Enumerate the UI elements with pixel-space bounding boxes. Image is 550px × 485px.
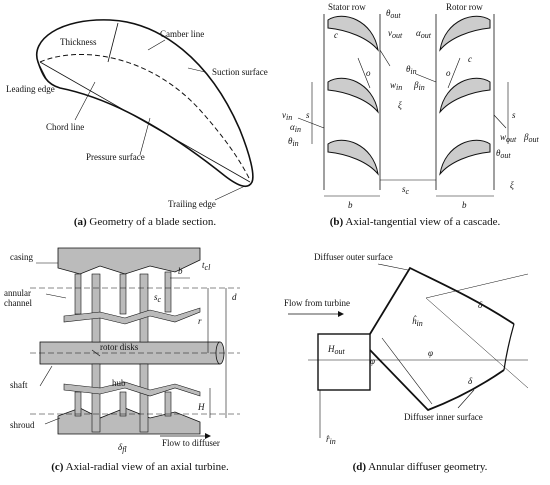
chord-line — [39, 61, 251, 183]
svg-text:r̂in: r̂in — [326, 434, 336, 446]
panel-a-blade-geometry: Thickness Camber line Suction surface Le… — [0, 0, 275, 215]
rotor-blades — [439, 15, 491, 176]
camber-line — [39, 53, 251, 181]
svg-text:δ: δ — [478, 300, 483, 310]
svg-text:vin: vin — [282, 110, 292, 122]
casing — [57, 247, 201, 275]
svg-text:Diffuser inner surface: Diffuser inner surface — [404, 412, 483, 422]
svg-text:Flow from turbine: Flow from turbine — [284, 298, 350, 308]
blade-outline — [35, 19, 254, 188]
svg-text:s: s — [306, 110, 310, 120]
label-leading-edge: Leading edge — [6, 84, 55, 94]
svg-text:shroud: shroud — [10, 420, 35, 430]
label-camber-line: Camber line — [160, 29, 204, 39]
panel-b-cascade: Stator row Rotor row c c o o s s b b sc … — [278, 0, 550, 215]
cascade-diagram: Stator row Rotor row c c o o s s b b sc … — [282, 2, 539, 210]
caption-d: (d) Annular diffuser geometry. — [352, 461, 488, 473]
svg-text:s: s — [512, 110, 516, 120]
svg-text:rotor disks: rotor disks — [100, 342, 139, 352]
svg-text:win: win — [390, 80, 402, 92]
svg-text:θin: θin — [406, 64, 417, 76]
svg-text:vout: vout — [388, 28, 403, 40]
svg-text:sc: sc — [402, 184, 410, 196]
inner-surface — [369, 349, 505, 412]
blade-section-diagram: Thickness Camber line Suction surface Le… — [6, 19, 268, 209]
svg-text:δ: δ — [468, 376, 473, 386]
svg-text:shaft: shaft — [10, 380, 28, 390]
svg-text:Diffuser outer surface: Diffuser outer surface — [314, 252, 393, 262]
svg-text:o: o — [366, 68, 371, 78]
svg-text:ξ: ξ — [510, 180, 514, 190]
svg-text:ĥin: ĥin — [412, 316, 423, 328]
label-trailing-edge: Trailing edge — [168, 199, 216, 209]
svg-text:r: r — [198, 316, 202, 326]
svg-text:b: b — [178, 266, 183, 276]
svg-text:βin: βin — [413, 80, 425, 92]
label-pressure-surface: Pressure surface — [86, 152, 145, 162]
inlet-channel — [317, 333, 371, 391]
svg-text:casing: casing — [10, 252, 33, 262]
rotor-blades-top — [74, 271, 172, 343]
diffuser-diagram: Diffuser outer surface Flow from turbine… — [284, 252, 529, 446]
svg-text:tcl: tcl — [202, 260, 211, 272]
svg-text:αin: αin — [290, 122, 301, 134]
svg-text:d: d — [232, 292, 237, 302]
label-suction-surface: Suction surface — [212, 67, 268, 77]
svg-text:hub: hub — [112, 378, 126, 388]
svg-text:b: b — [348, 200, 353, 210]
label-stator-row: Stator row — [328, 2, 366, 12]
svg-text:φ: φ — [370, 356, 375, 366]
svg-text:θout: θout — [386, 8, 401, 20]
label-rotor-row: Rotor row — [446, 2, 483, 12]
stator-blades — [327, 15, 379, 176]
svg-text:o: o — [446, 68, 451, 78]
label-thickness: Thickness — [60, 37, 97, 47]
svg-text:θin: θin — [288, 136, 299, 148]
svg-text:αout: αout — [416, 28, 432, 40]
label-chord-line: Chord line — [46, 122, 84, 132]
svg-text:H: H — [197, 402, 205, 412]
svg-text:Hout: Hout — [327, 344, 346, 356]
svg-text:channel: channel — [4, 298, 32, 308]
panel-c-axial-turbine: casing annular channel rotor disks shaft… — [0, 238, 275, 460]
svg-text:wout: wout — [500, 132, 517, 144]
svg-text:sc: sc — [154, 292, 162, 304]
svg-text:βout: βout — [523, 132, 539, 144]
svg-text:δfl: δfl — [118, 442, 127, 454]
panel-d-diffuser: Diffuser outer surface Flow from turbine… — [278, 238, 550, 460]
outer-surface — [369, 266, 515, 335]
svg-text:b: b — [462, 200, 467, 210]
svg-text:Flow to diffuser: Flow to diffuser — [162, 438, 220, 448]
svg-text:θout: θout — [496, 148, 511, 160]
svg-text:φ: φ — [428, 348, 433, 358]
svg-text:ξ: ξ — [398, 100, 402, 110]
svg-text:c: c — [468, 54, 472, 64]
caption-c: (c) Axial-radial view of an axial turbin… — [51, 461, 229, 473]
caption-a: (a) Geometry of a blade section. — [73, 216, 217, 228]
rotor-blades-bottom — [74, 363, 172, 433]
svg-text:c: c — [334, 30, 338, 40]
axial-turbine-diagram: casing annular channel rotor disks shaft… — [4, 247, 240, 454]
caption-b: (b) Axial-tangential view of a cascade. — [329, 216, 501, 228]
svg-text:annular: annular — [4, 288, 31, 298]
